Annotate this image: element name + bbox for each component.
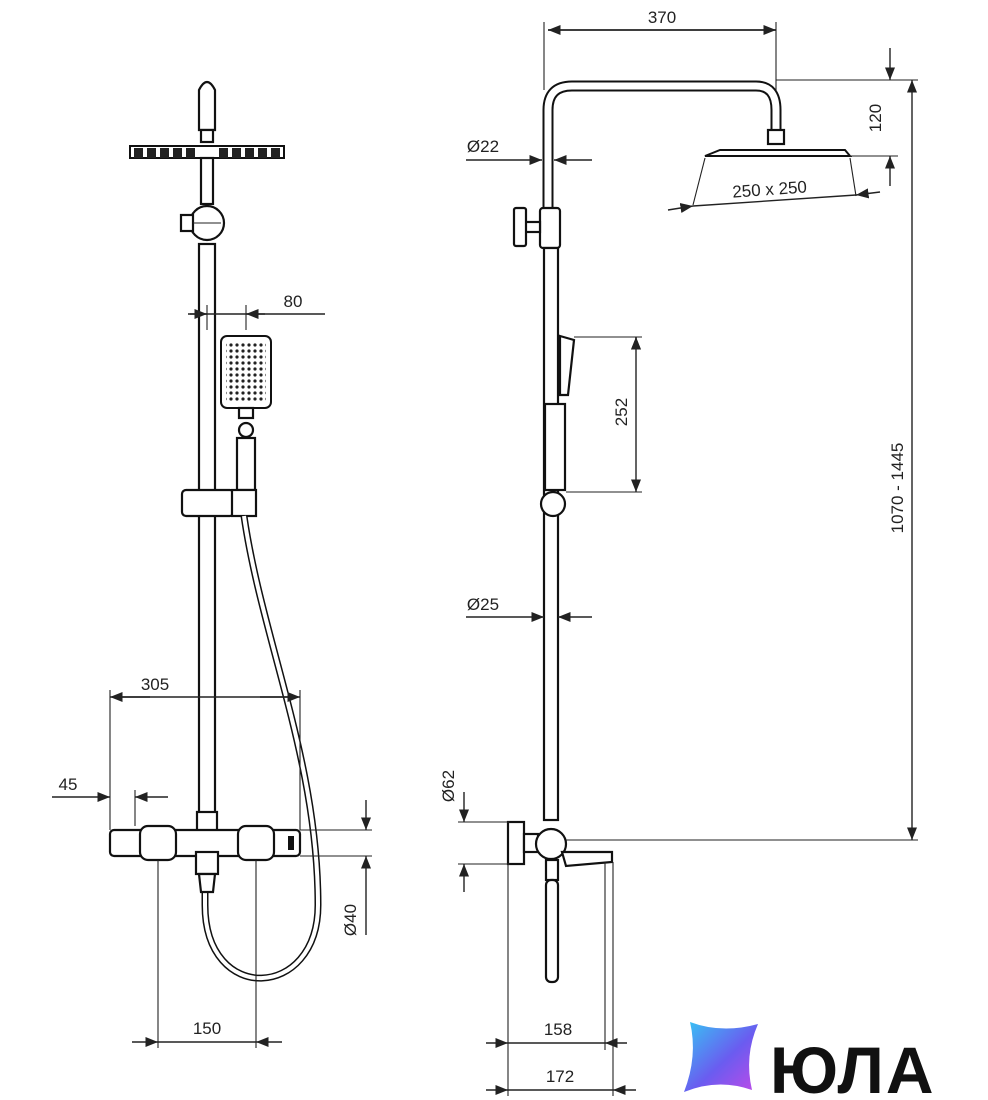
side-overhead-shower-head [704, 128, 853, 157]
dim-front-45: 45 [52, 775, 168, 826]
dim-label-80: 80 [284, 292, 303, 311]
side-thermostatic-mixer [506, 820, 614, 984]
front-riser-pipe [197, 242, 217, 822]
front-diverter-knob [179, 204, 226, 242]
dim-side-252: 252 [566, 336, 642, 493]
dim-side-250x250: 250 x 250 [667, 157, 881, 213]
dim-front-305: 305 [109, 675, 301, 830]
dim-side-158: 158 [486, 862, 627, 1096]
dim-label-250x250: 250 x 250 [732, 177, 808, 201]
dim-side-o22: Ø22 [466, 137, 592, 166]
front-thermostatic-mixer [108, 810, 302, 894]
dim-front-o40: Ø40 [300, 800, 372, 936]
front-slider-bracket [180, 488, 258, 518]
yula-logo: ЮЛА [684, 1022, 936, 1100]
dim-label-height-range: 1070 - 1445 [888, 443, 907, 534]
dim-label-o22: Ø22 [467, 137, 499, 156]
dim-label-o25: Ø25 [467, 595, 499, 614]
dim-label-172: 172 [546, 1067, 574, 1086]
dim-label-158: 158 [544, 1020, 572, 1039]
dim-side-o25: Ø25 [466, 595, 592, 623]
dim-front-150: 150 [132, 860, 282, 1048]
dim-label-305: 305 [141, 675, 169, 694]
dim-side-o62: Ø62 [439, 770, 510, 892]
dim-label-45: 45 [59, 775, 78, 794]
dim-label-150: 150 [193, 1019, 221, 1038]
dim-side-height: 1070 - 1445 [566, 79, 918, 841]
front-overhead-shower-head [129, 80, 285, 159]
dim-label-120: 120 [866, 104, 885, 132]
dim-side-370: 370 [543, 8, 777, 90]
side-view: 370 120 250 x 250 Ø22 [439, 8, 918, 1096]
dim-side-120: 120 [776, 48, 918, 186]
dim-label-370: 370 [648, 8, 676, 27]
front-hose [201, 515, 322, 982]
front-hand-shower [220, 335, 272, 492]
dim-label-o62: Ø62 [439, 770, 458, 802]
side-hand-shower [539, 334, 576, 518]
side-riser-pipe [542, 246, 560, 822]
yula-logo-text: ЮЛА [770, 1033, 936, 1100]
dim-label-252: 252 [612, 398, 631, 426]
dim-front-80: 80 [188, 292, 325, 330]
front-upper-pipe [199, 156, 215, 206]
front-view: 80 305 45 150 [52, 80, 372, 1048]
dim-side-172: 172 [486, 862, 636, 1096]
side-diverter-knob [512, 206, 562, 250]
dim-label-o40: Ø40 [341, 904, 360, 936]
yula-logo-mark [684, 1022, 758, 1092]
